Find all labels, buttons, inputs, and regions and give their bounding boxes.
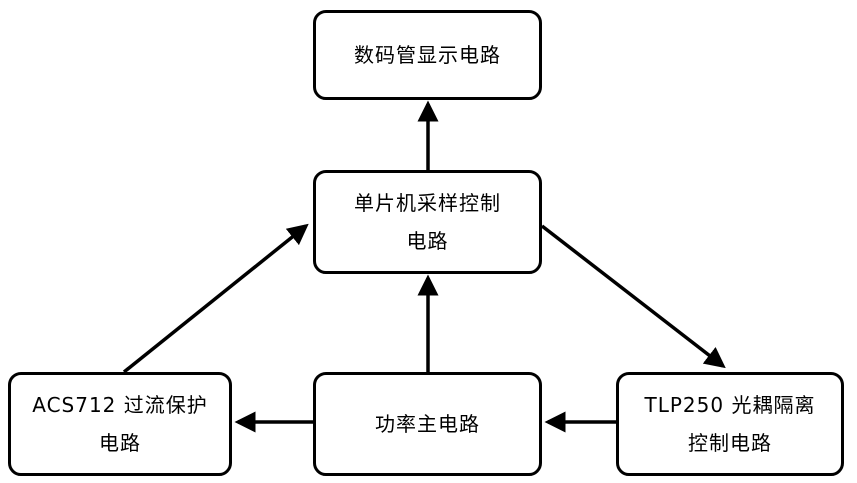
- node-label: TLP250 光耦隔离 控制电路: [645, 386, 816, 462]
- node-label: 单片机采样控制 电路: [354, 184, 501, 260]
- node-label-line: 功率主电路: [375, 412, 480, 436]
- node-label: 数码管显示电路: [354, 36, 501, 74]
- node-label-line: TLP250 光耦隔离: [644, 393, 816, 417]
- arrow-acs-to-mcu: [122, 223, 309, 374]
- node-tlp250-isolation-circuit: TLP250 光耦隔离 控制电路: [616, 372, 844, 476]
- node-label-line: 电路: [406, 229, 449, 253]
- node-power-main-circuit: 功率主电路: [313, 372, 542, 476]
- node-label-line: 控制电路: [687, 431, 772, 455]
- arrow-mcu-to-tlp: [540, 224, 726, 369]
- node-display-circuit: 数码管显示电路: [313, 10, 542, 100]
- node-label-line: 数码管显示电路: [354, 43, 501, 67]
- node-mcu-control-circuit: 单片机采样控制 电路: [313, 170, 542, 274]
- node-label: 功率主电路: [375, 405, 480, 443]
- node-label-line: 单片机采样控制: [354, 191, 501, 215]
- node-acs712-protection-circuit: ACS712 过流保护 电路: [8, 372, 232, 476]
- node-label: ACS712 过流保护 电路: [32, 386, 208, 462]
- node-label-line: 电路: [99, 431, 141, 455]
- node-label-line: ACS712 过流保护: [32, 393, 208, 417]
